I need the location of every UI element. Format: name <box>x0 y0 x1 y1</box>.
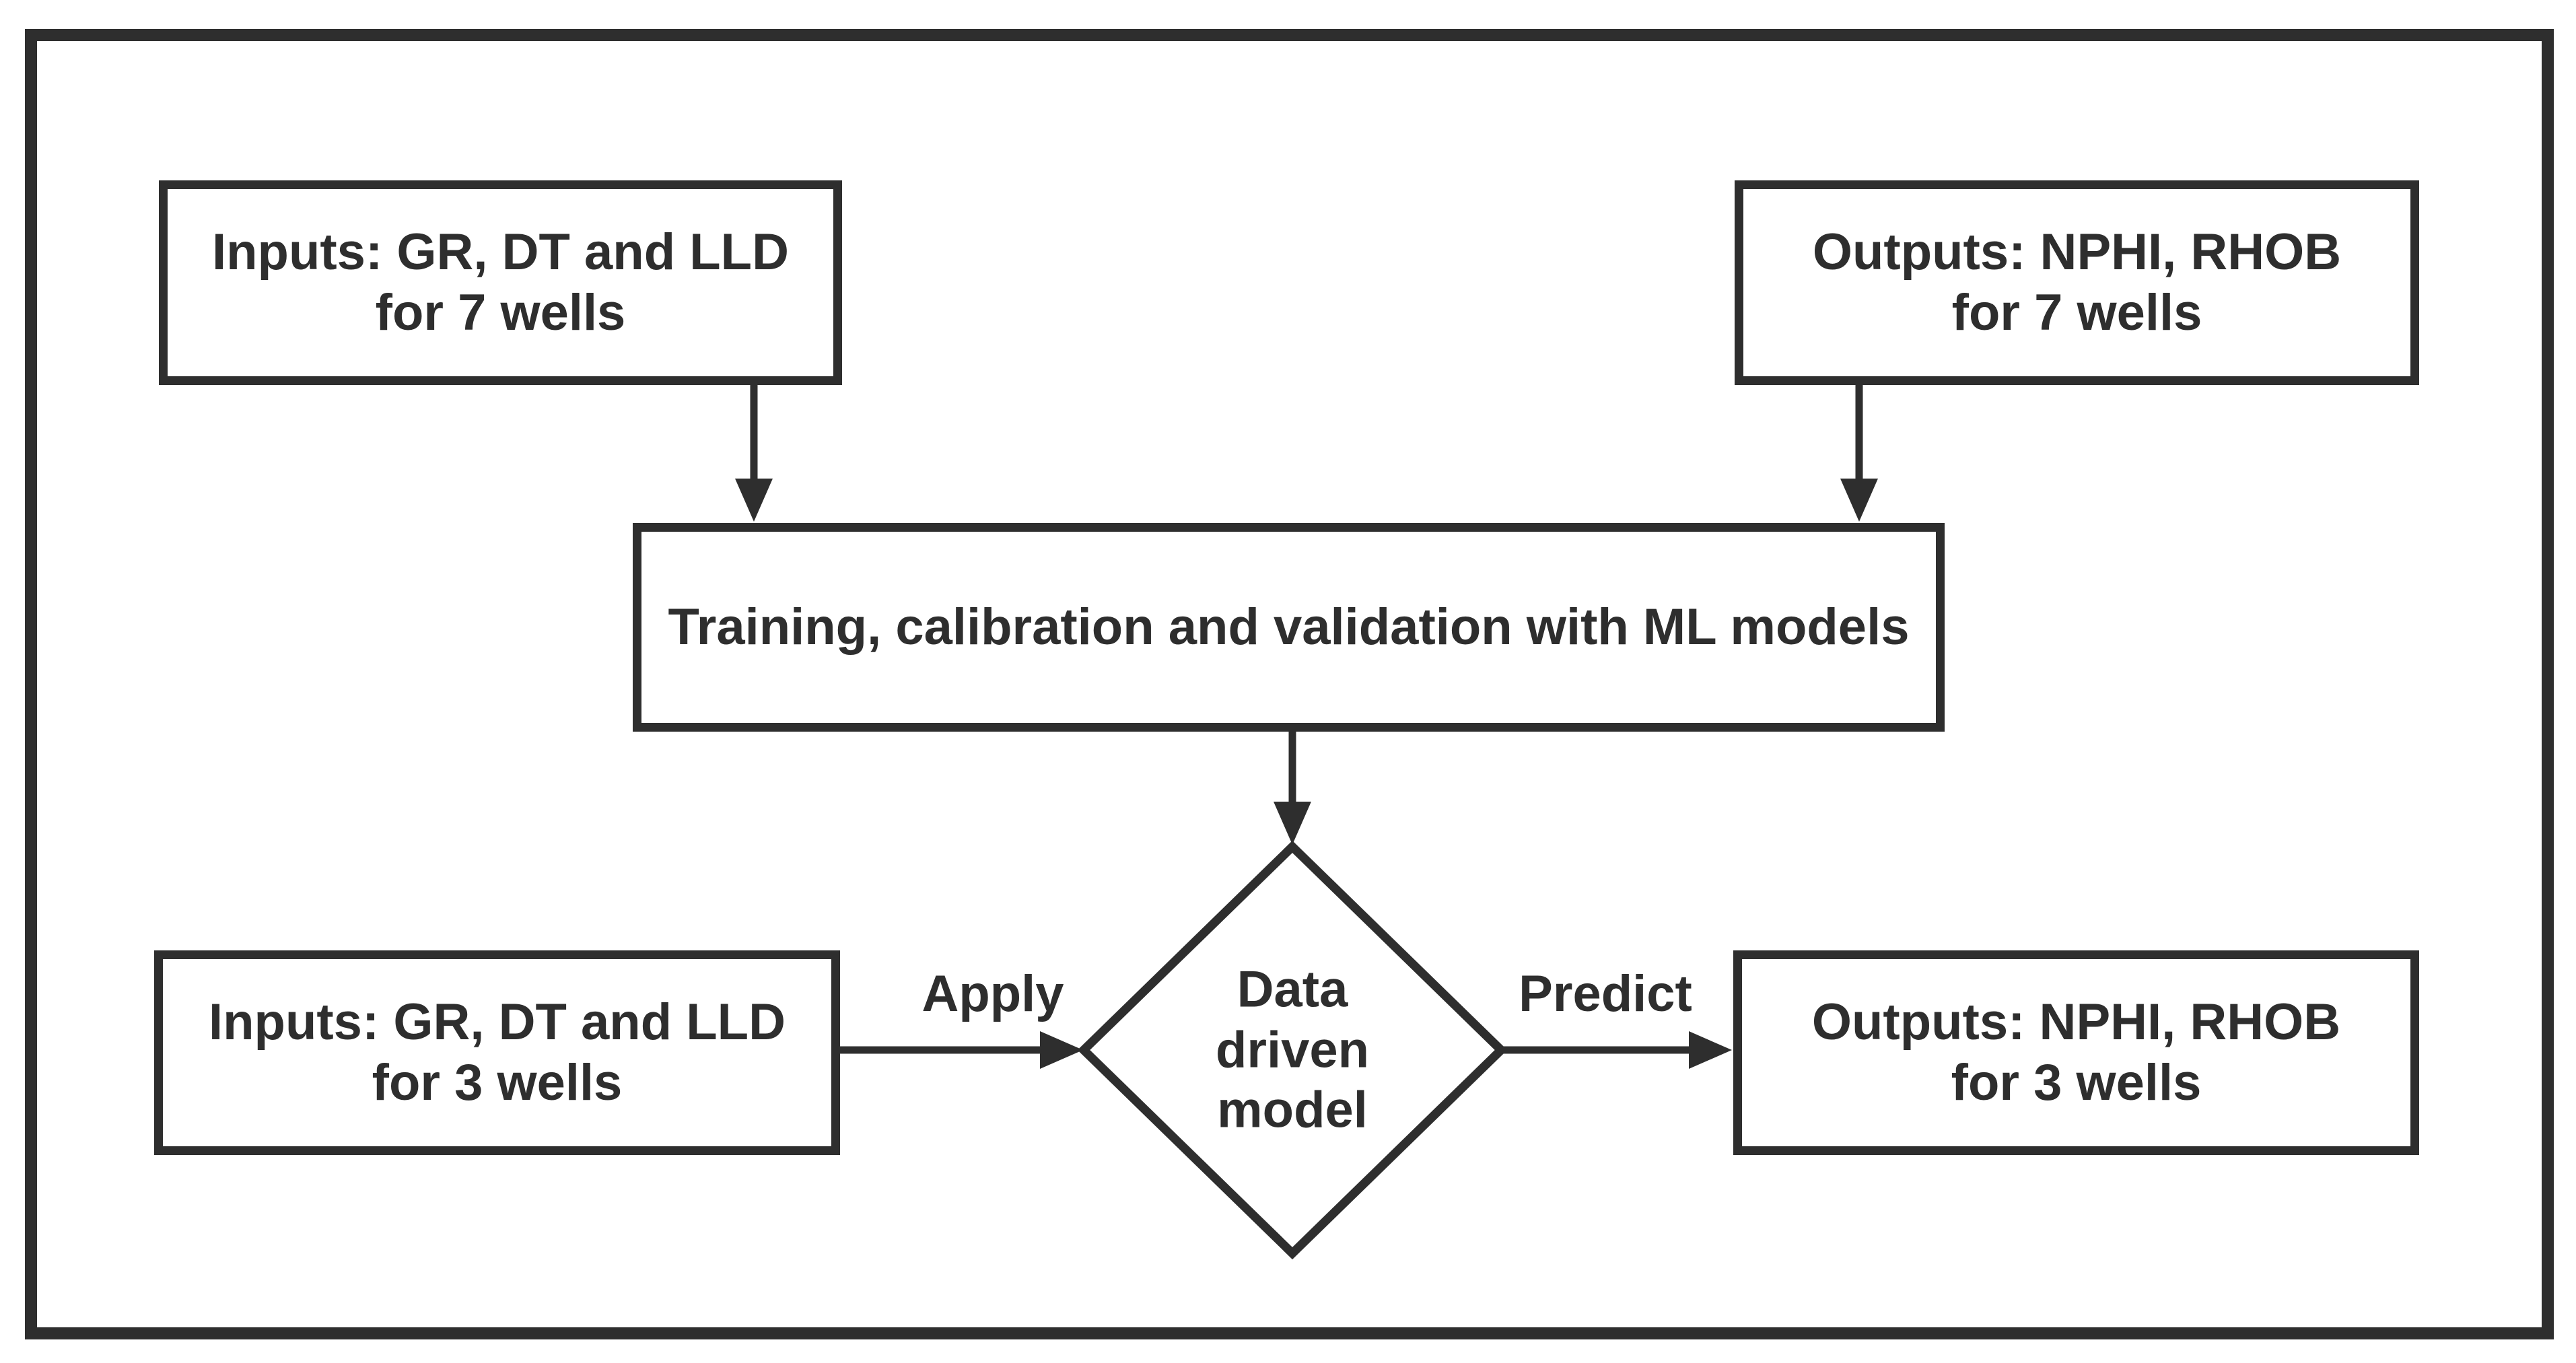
arrow-inputs3-to-model-arrowhead <box>1040 1031 1083 1069</box>
node-outputs-7-wells-label: Outputs: NPHI, RHOB for 7 wells <box>1812 223 2342 341</box>
node-outputs-3-wells-label: Outputs: NPHI, RHOB for 3 wells <box>1811 993 2341 1111</box>
node-data-driven-model-label: Data driven model <box>1215 960 1370 1139</box>
node-inputs-3-wells: Inputs: GR, DT and LLD for 3 wells <box>154 950 840 1155</box>
arrow-inputs7-to-training-arrowhead <box>735 479 773 522</box>
arrow-model-to-outputs3-arrowhead <box>1689 1031 1732 1069</box>
node-inputs-7-wells-label: Inputs: GR, DT and LLD for 7 wells <box>211 223 789 341</box>
node-inputs-3-wells-label: Inputs: GR, DT and LLD for 3 wells <box>208 993 786 1111</box>
node-training-calibration-validation-label: Training, calibration and validation wit… <box>668 598 1910 656</box>
decision-diamond-shape <box>1077 840 1508 1260</box>
node-inputs-7-wells: Inputs: GR, DT and LLD for 7 wells <box>159 180 842 385</box>
edge-label-predict: Predict <box>1519 965 1692 1022</box>
arrow-training-to-model-arrowhead <box>1274 802 1311 845</box>
edge-label-apply: Apply <box>921 965 1064 1022</box>
node-training-calibration-validation: Training, calibration and validation wit… <box>633 523 1945 732</box>
node-outputs-3-wells: Outputs: NPHI, RHOB for 3 wells <box>1733 950 2419 1155</box>
node-outputs-7-wells: Outputs: NPHI, RHOB for 7 wells <box>1735 180 2419 385</box>
arrow-outputs7-to-training-arrowhead <box>1840 479 1878 522</box>
diagram-border <box>25 29 2554 1339</box>
